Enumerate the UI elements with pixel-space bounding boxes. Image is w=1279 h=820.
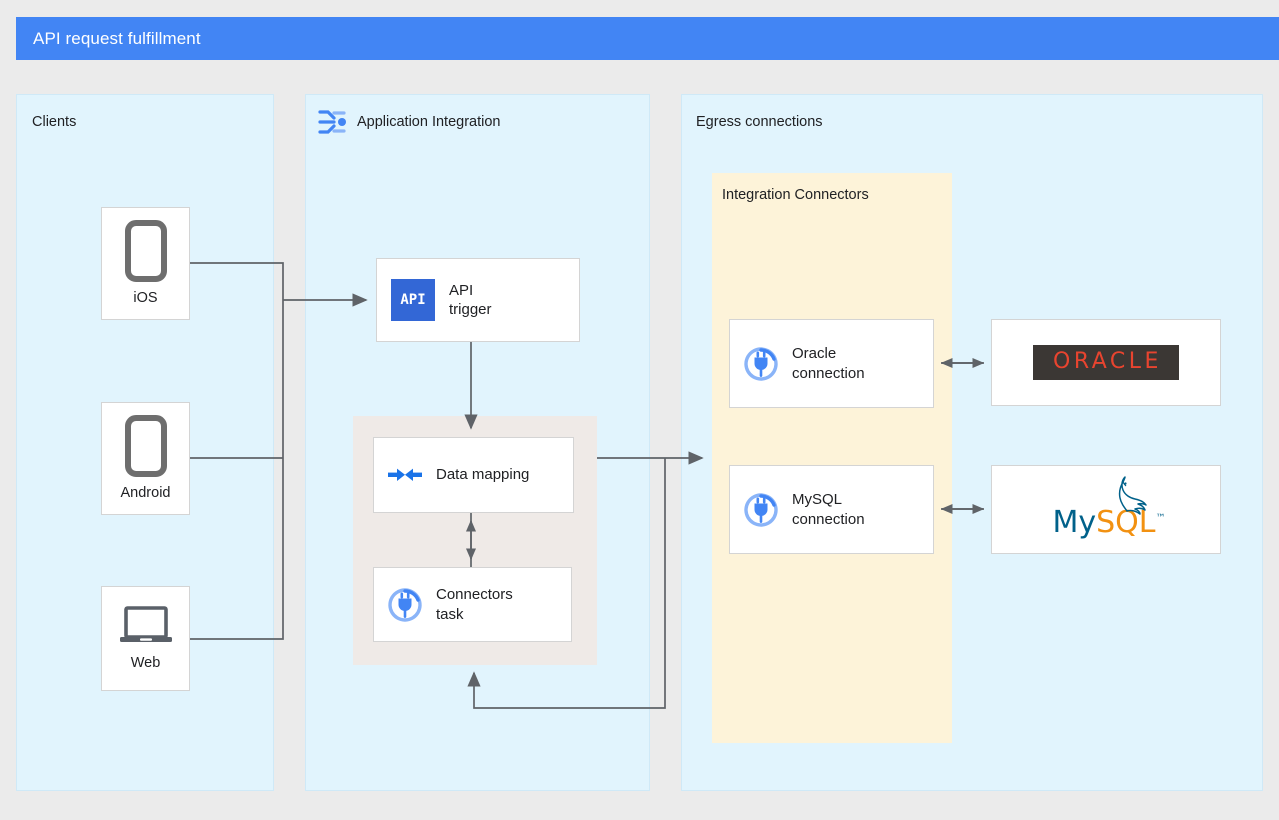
panel-integration-connectors-label: Integration Connectors bbox=[722, 187, 869, 203]
mysql-trademark: ™ bbox=[1155, 512, 1166, 524]
node-label: API trigger bbox=[449, 281, 492, 318]
client-node-ios[interactable]: iOS bbox=[101, 207, 190, 320]
panel-application-integration-label: Application Integration bbox=[357, 114, 501, 130]
oracle-logo: ORACLE bbox=[1033, 345, 1179, 380]
connector-plug-icon bbox=[388, 587, 422, 622]
client-label: iOS bbox=[133, 289, 158, 306]
node-label: Oracle connection bbox=[792, 345, 865, 382]
laptop-icon bbox=[119, 605, 173, 647]
client-label: Android bbox=[120, 484, 171, 501]
client-node-android[interactable]: Android bbox=[101, 402, 190, 515]
mysql-suffix: SQL bbox=[1096, 504, 1156, 540]
connector-plug-icon bbox=[744, 492, 778, 527]
api-chip-icon: API bbox=[391, 279, 435, 321]
mysql-logo: MySQL™ bbox=[1031, 473, 1181, 544]
node-oracle-connection[interactable]: Oracle connection bbox=[729, 319, 934, 408]
panel-clients-label: Clients bbox=[32, 114, 77, 130]
oracle-logo-tile: ORACLE bbox=[991, 319, 1221, 406]
mobile-phone-icon bbox=[124, 414, 167, 477]
data-mapping-icon bbox=[388, 463, 422, 487]
application-integration-icon bbox=[317, 107, 349, 137]
header-bar: API request fulfillment bbox=[16, 17, 1279, 60]
node-data-mapping[interactable]: Data mapping bbox=[373, 437, 574, 513]
mysql-logo-tile: MySQL™ bbox=[991, 465, 1221, 554]
node-connectors-task[interactable]: Connectors task bbox=[373, 567, 572, 642]
mysql-wordmark: MySQL™ bbox=[1052, 504, 1166, 540]
page-title: API request fulfillment bbox=[33, 28, 201, 48]
node-label: MySQL connection bbox=[792, 491, 865, 528]
panel-egress-label: Egress connections bbox=[696, 114, 823, 130]
mobile-phone-icon bbox=[124, 219, 167, 282]
node-api-trigger[interactable]: API API trigger bbox=[376, 258, 580, 342]
node-mysql-connection[interactable]: MySQL connection bbox=[729, 465, 934, 554]
mysql-prefix: My bbox=[1052, 504, 1097, 540]
client-label: Web bbox=[130, 654, 161, 671]
client-node-web[interactable]: Web bbox=[101, 586, 190, 691]
panel-integration-connectors bbox=[712, 173, 952, 743]
api-chip-text: API bbox=[391, 279, 435, 321]
node-label: Connectors task bbox=[436, 586, 513, 623]
connector-plug-icon bbox=[744, 346, 778, 381]
dolphin-icon bbox=[1099, 473, 1159, 521]
node-label: Data mapping bbox=[436, 466, 530, 484]
